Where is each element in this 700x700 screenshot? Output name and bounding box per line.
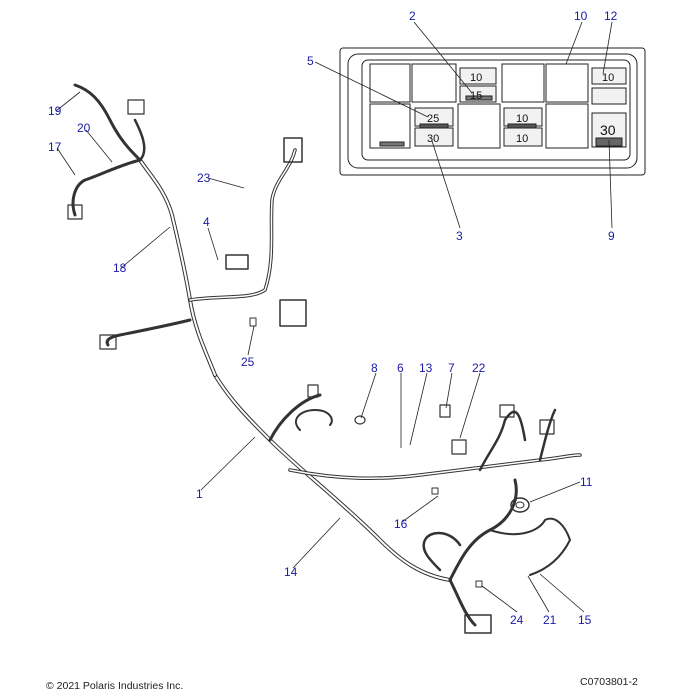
- fuse-rating: 15: [470, 90, 482, 102]
- callout-19: 19: [48, 104, 62, 118]
- callout-16: 16: [394, 517, 408, 531]
- fuse-ratings: 10 15 25 30 10 10 10 30: [427, 72, 616, 145]
- callout-14: 14: [284, 565, 298, 579]
- callout-4: 4: [203, 215, 210, 229]
- fuse-rating: 10: [516, 133, 528, 145]
- callout-11: 11: [580, 475, 593, 489]
- callout-5: 5: [307, 54, 314, 68]
- callout-20: 20: [77, 121, 91, 135]
- callout-3: 3: [456, 229, 463, 243]
- callout-2: 2: [409, 9, 416, 23]
- callout-12: 12: [604, 9, 618, 23]
- fuse-rating: 10: [516, 113, 528, 125]
- callout-numbers: 1 2 3 4 5 6 7 8 9 10 11 12 13 14 15 16 1…: [48, 9, 618, 627]
- callout-13: 13: [419, 361, 433, 375]
- callout-17: 17: [48, 140, 62, 154]
- callout-1: 1: [196, 487, 203, 501]
- callout-22: 22: [472, 361, 486, 375]
- callout-21: 21: [543, 613, 557, 627]
- fuse-rating: 30: [427, 133, 439, 145]
- callout-8: 8: [371, 361, 378, 375]
- figure-code: C0703801-2: [580, 676, 638, 688]
- leader-lines: [55, 21, 613, 613]
- wiring-harness: [67, 83, 582, 634]
- callout-10: 10: [574, 9, 588, 23]
- callout-23: 23: [197, 171, 211, 185]
- callout-18: 18: [113, 261, 127, 275]
- callout-25: 25: [241, 355, 255, 369]
- callout-7: 7: [448, 361, 455, 375]
- callout-15: 15: [578, 613, 592, 627]
- callout-24: 24: [510, 613, 524, 627]
- callout-6: 6: [397, 361, 404, 375]
- fuse-rating: 25: [427, 113, 439, 125]
- fuse-box-detail: [339, 47, 646, 176]
- callout-9: 9: [608, 229, 615, 243]
- copyright-text: © 2021 Polaris Industries Inc.: [46, 680, 184, 692]
- fuse-rating: 10: [470, 72, 482, 84]
- fuse-rating: 10: [602, 72, 614, 84]
- fuse-rating: 30: [600, 122, 616, 138]
